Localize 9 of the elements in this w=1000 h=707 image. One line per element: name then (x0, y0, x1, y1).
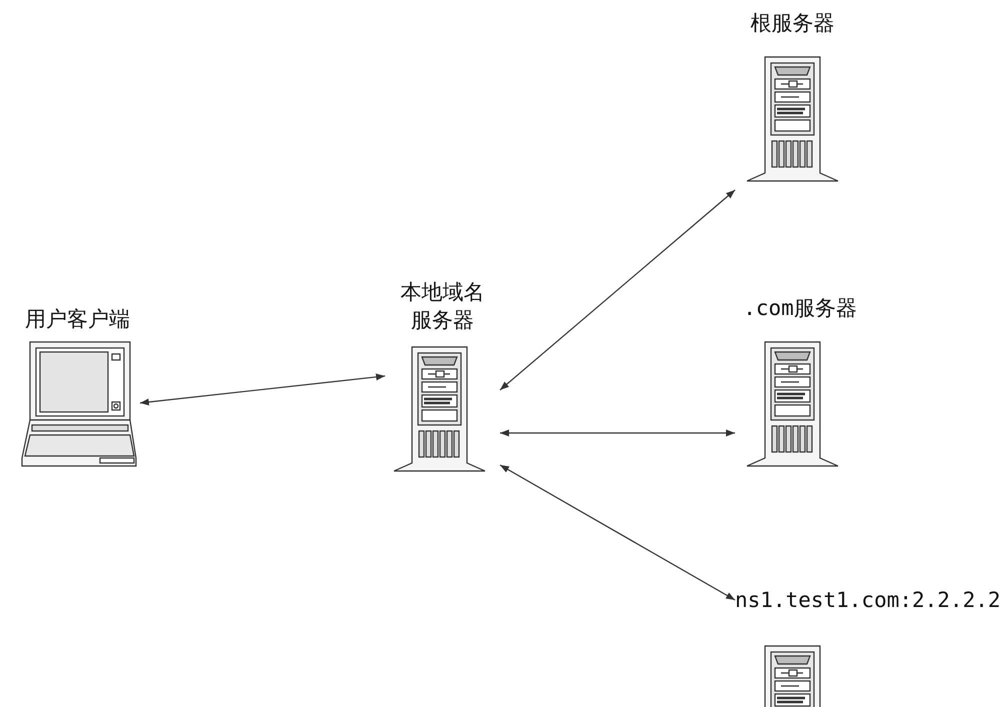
arrow (500, 430, 735, 436)
node-label: ns1.test1.com:2.2.2.2 (735, 587, 997, 614)
node-label: 本地域名服务器 (400, 279, 486, 334)
arrow (500, 464, 736, 601)
node-label: 用户客户端 (24, 306, 131, 333)
arrow (500, 190, 736, 390)
arrow (140, 373, 386, 406)
node-label: 根服务器 (750, 10, 836, 37)
node-label: .com服务器 (742, 295, 858, 322)
